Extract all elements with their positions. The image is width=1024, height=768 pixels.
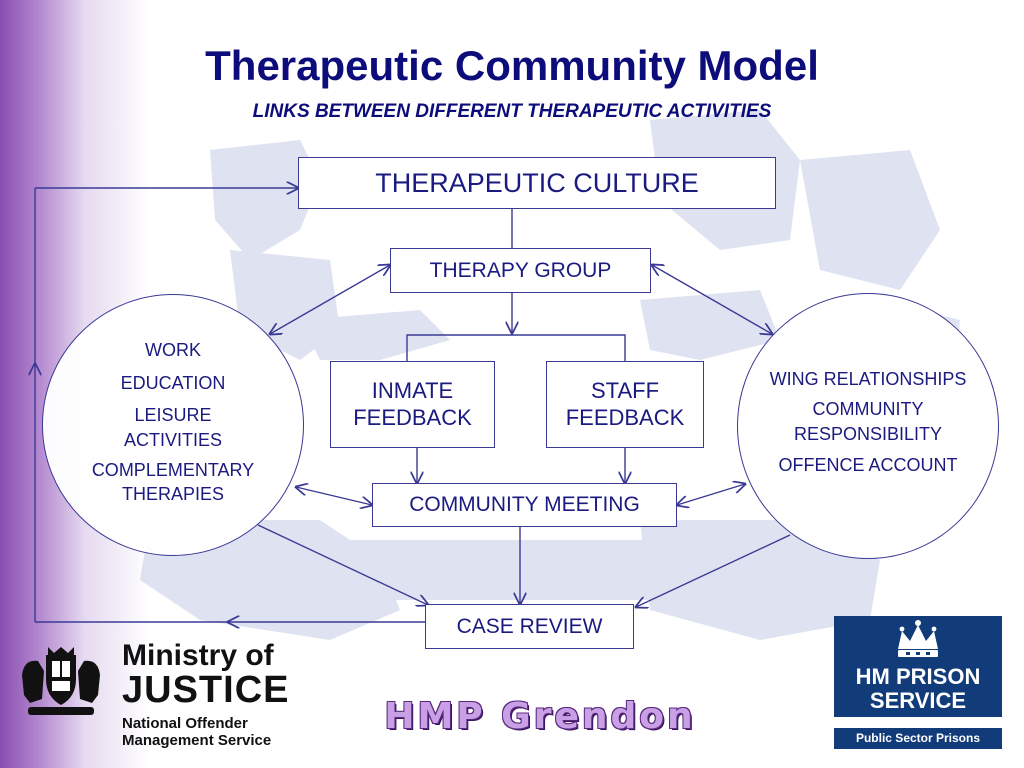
connector-left-meeting [296, 487, 372, 505]
case-review-box: CASE REVIEW [425, 604, 634, 649]
moj-name-line2: JUSTICE [122, 669, 290, 711]
hmps-name-line1: HM PRISON [855, 664, 981, 689]
inmate-feedback-label-line2: FEEDBACK [353, 404, 472, 430]
activity-education: EDUCATION [120, 373, 226, 394]
community-meeting-box: COMMUNITY MEETING [372, 483, 677, 527]
crown-icon [898, 620, 938, 657]
moj-subname-line1: National Offender [122, 715, 248, 732]
activity-complementary: COMPLEMENTARY THERAPIES [91, 460, 255, 505]
page-subtitle: LINKS BETWEEN DIFFERENT THERAPEUTIC ACTI… [252, 101, 772, 122]
staff-feedback-box: STAFF FEEDBACK [546, 361, 704, 448]
community-meeting-label: COMMUNITY MEETING [409, 493, 640, 517]
hm-prison-service-logo: HM PRISON SERVICE Public Sector Prisons [834, 616, 1002, 749]
activities-circle: WORK EDUCATION LEISURE ACTIVITIES COMPLE… [42, 294, 304, 556]
case-review-label: CASE REVIEW [456, 614, 603, 638]
hmp-grendon-wordmark: HMP Grendon [384, 696, 696, 737]
staff-feedback-label-line1: STAFF [590, 378, 660, 404]
staff-feedback-label-line2: FEEDBACK [565, 404, 685, 430]
item-community-responsibility: COMMUNITY RESPONSIBILITY [793, 399, 943, 444]
connector-right-case [636, 534, 791, 607]
therapeutic-culture-box: THERAPEUTIC CULTURE [298, 157, 776, 209]
page-title: Therapeutic Community Model [205, 42, 819, 89]
activity-leisure: LEISURE ACTIVITIES [123, 405, 222, 450]
royal-crest-icon [22, 647, 100, 715]
responsibilities-circle: WING RELATIONSHIPS COMMUNITY RESPONSIBIL… [737, 293, 999, 559]
therapy-group-label: THERAPY GROUP [429, 258, 612, 282]
connector-left-case [257, 524, 428, 605]
activity-work: WORK [145, 340, 201, 361]
inmate-feedback-label-line1: INMATE [371, 378, 454, 404]
item-offence-account: OFFENCE ACCOUNT [778, 454, 958, 475]
hmps-blue-panel: HM PRISON SERVICE [834, 616, 1002, 717]
hmps-tagline: Public Sector Prisons [834, 728, 1002, 749]
connector-right-therapy [652, 265, 772, 334]
therapy-group-box: THERAPY GROUP [390, 248, 651, 293]
hmps-name-line2: SERVICE [869, 688, 967, 713]
connector-split-bar [406, 334, 626, 361]
item-wing-relationships: WING RELATIONSHIPS [769, 369, 967, 390]
ministry-of-justice-logo: Ministry of JUSTICE National Offender Ma… [18, 617, 290, 749]
moj-subname-line2: Management Service [122, 732, 272, 749]
inmate-feedback-box: INMATE FEEDBACK [330, 361, 495, 448]
connector-left-therapy [270, 265, 390, 334]
moj-name-line1: Ministry of [122, 639, 274, 672]
therapeutic-culture-label: THERAPEUTIC CULTURE [375, 167, 699, 198]
connector-right-meeting [677, 484, 745, 505]
